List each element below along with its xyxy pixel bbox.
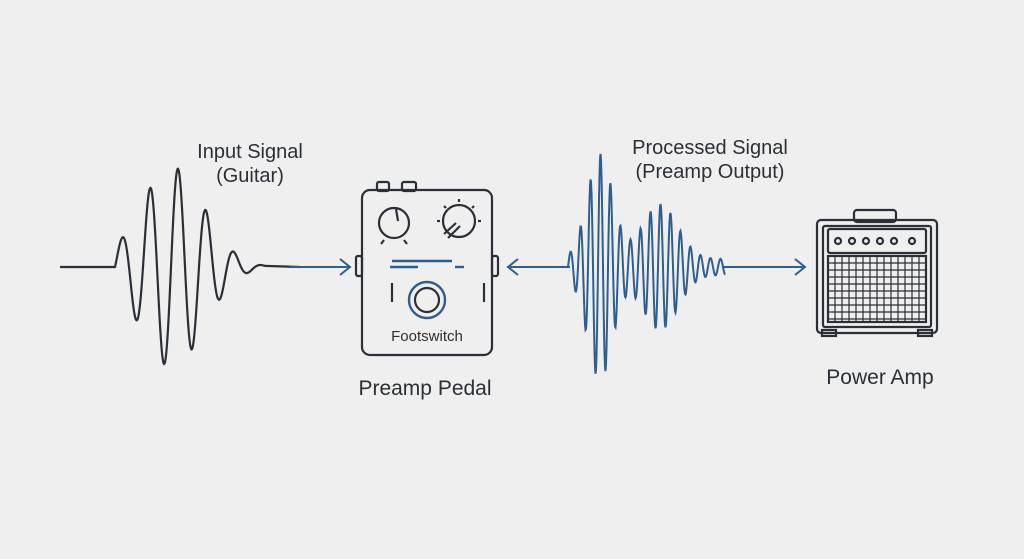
input-signal-title: Input Signal bbox=[197, 141, 303, 163]
input-signal-subtitle: (Guitar) bbox=[216, 165, 284, 187]
power-amp-label: Power Amp bbox=[826, 366, 934, 389]
input-waveform bbox=[60, 167, 301, 366]
arrowhead-icon bbox=[339, 258, 352, 276]
processed-signal-title: Processed Signal bbox=[632, 137, 788, 159]
pedal-indicator-lines bbox=[390, 259, 464, 269]
preamp-pedal-icon bbox=[354, 180, 500, 357]
processed-signal-subtitle: (Preamp Output) bbox=[635, 161, 785, 183]
processed-waveform bbox=[567, 153, 726, 374]
power-amp-icon bbox=[815, 208, 939, 338]
footswitch-ring[interactable] bbox=[407, 280, 447, 320]
arrowhead-icon bbox=[794, 258, 807, 276]
footswitch-label: Footswitch bbox=[391, 328, 463, 345]
preamp-pedal-label: Preamp Pedal bbox=[358, 377, 492, 400]
input-signal-label: Input Signal (Guitar) bbox=[160, 140, 340, 188]
processed-signal-label: Processed Signal (Preamp Output) bbox=[600, 136, 820, 184]
